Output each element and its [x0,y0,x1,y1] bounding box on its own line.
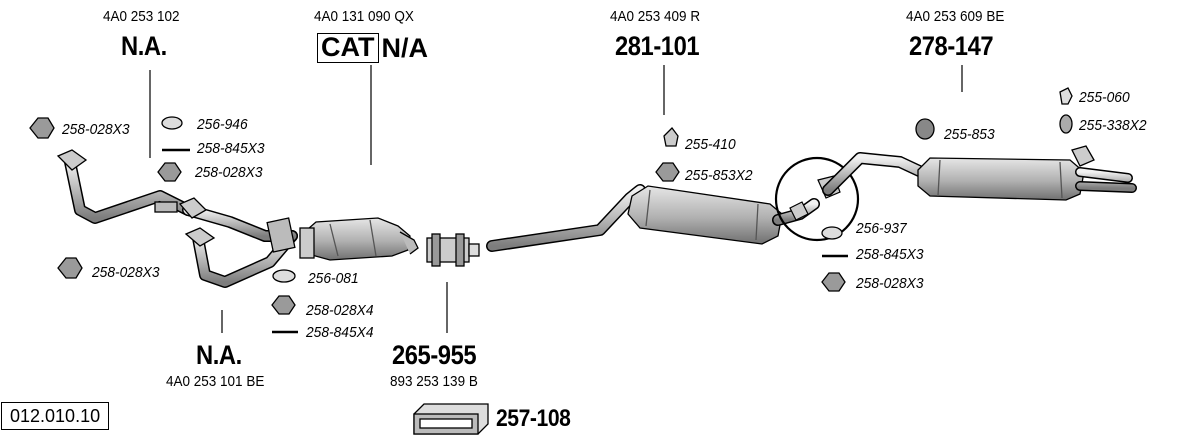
hw-label-nut-1: 258-028X3 [62,121,130,138]
leader-lines [149,65,963,333]
front-pipe-y [178,197,298,288]
cat-badge: CAT [317,33,379,63]
part-number-middle-box: 281-101 [615,31,700,61]
hw-label-bolt-1: 258-845X3 [197,140,265,157]
catalyst-label: CAT N/A [317,33,428,63]
oe-number-rear-box: 4A0 253 609 BE [906,8,1005,25]
hex-nut-icon [57,257,83,279]
hw-label-nut-4: 258-028X4 [306,302,374,319]
hw-label-gasket-1: 256-946 [197,116,248,133]
hex-nut-icon [655,162,680,182]
hw-label-hanger-2: 255-060 [1079,89,1130,106]
hw-label-hanger-1: 255-410 [685,136,736,153]
hw-label-gasket-3: 256-937 [856,220,907,237]
middle-silencer [486,184,820,252]
part-number-center-pipe: 265-955 [392,340,477,370]
part-number-catalyst: N/A [381,32,429,63]
rear-silencer [822,145,1137,201]
rubber-ring-icon [915,118,935,140]
rubber-ring-icon [1059,114,1073,134]
diagram-code: 012.010.10 [1,402,110,430]
part-number-rear-box: 278-147 [909,31,994,61]
oe-number-catalyst: 4A0 131 090 QX [314,8,414,25]
part-number-fitting-kit: 257-108 [496,405,571,432]
oe-number-middle-box: 4A0 253 409 R [610,8,701,25]
hanger-icon [1059,87,1073,105]
hex-nut-icon [821,272,846,292]
hex-nut-icon [157,162,182,182]
part-number-front-pipe-y: N.A. [196,340,242,370]
gasket-icon [272,269,296,283]
gasket-icon [161,116,183,130]
hex-nut-icon [271,295,296,315]
part-number-front-pipe-upper: N.A. [121,31,167,61]
hw-label-bolt-3: 258-845X3 [856,246,924,263]
oe-number-front-pipe-y: 4A0 253 101 BE [166,373,265,390]
catalyst [299,217,419,261]
hw-label-nut-3: 258-028X3 [92,264,160,281]
oe-number-center-pipe: 893 253 139 B [390,373,478,390]
hardware-icons [29,87,1073,334]
hw-label-gasket-2: 256-081 [308,270,359,287]
hw-label-ring-1: 255-853 [944,126,995,143]
front-pipe-upper [56,149,194,224]
hw-label-nut-2: 258-028X3 [195,164,263,181]
hw-label-bolt-2: 258-845X4 [306,324,374,341]
hanger-icon [663,127,679,147]
fitting-kit-icon [413,403,489,435]
hw-label-ring-2: 255-338X2 [1079,117,1147,134]
pipe-clamp [426,233,480,267]
gasket-icon [821,226,843,240]
hw-label-nut-5: 255-853X2 [685,167,753,184]
oe-number-front-pipe-upper: 4A0 253 102 [103,8,180,25]
hex-nut-icon [29,117,55,139]
hw-label-nut-6: 258-028X3 [856,275,924,292]
